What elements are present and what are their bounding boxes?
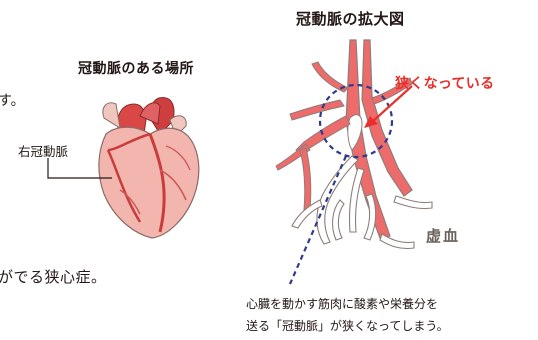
- narrowed-label: 狭くなっている: [395, 73, 494, 93]
- coronary-vessel-diagram: [276, 40, 432, 249]
- heart-illustration: [99, 98, 199, 238]
- ischemia-label: 虚血: [426, 225, 460, 246]
- caption-line-2: 送る「冠動脈」が狭くなってしまう。: [246, 317, 449, 334]
- heart-section-title: 冠動脈のある場所: [78, 58, 194, 78]
- zoom-section-title: 冠動脈の拡大図: [296, 8, 405, 29]
- partial-text-top: す。: [0, 90, 25, 110]
- right-coronary-label: 右冠動脈: [18, 141, 68, 160]
- caption-line-1: 心臓を動かす筋肉に酸素や栄養分を: [246, 295, 438, 312]
- partial-text-bottom: がでる狭心症。: [0, 266, 107, 287]
